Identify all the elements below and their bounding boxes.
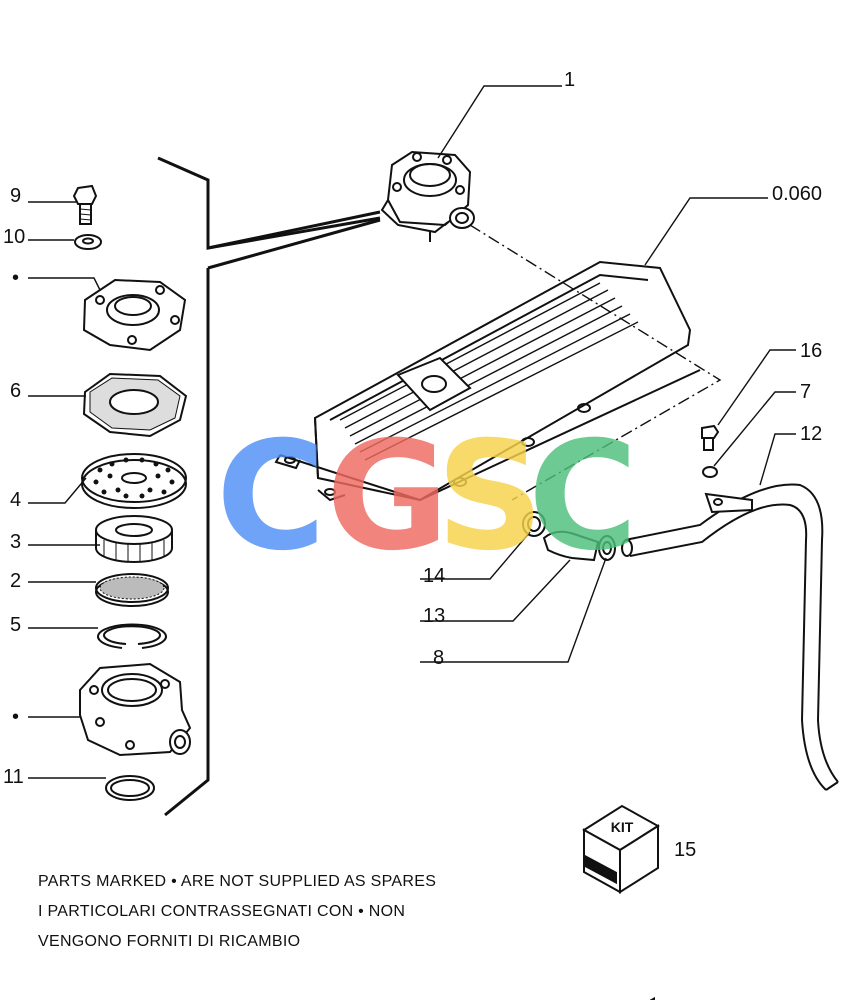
leader-lines — [28, 85, 796, 779]
callout-labels: 1 0.060 9 10 • 6 4 3 2 5 • 11 16 7 12 14… — [3, 69, 822, 861]
callout-13: 13 — [423, 605, 445, 627]
watermark: C G S C — [216, 410, 638, 584]
callout-16: 16 — [800, 340, 822, 362]
watermark-letter-3: S — [436, 410, 544, 584]
breather-housing — [79, 662, 192, 757]
callout-dot-cover: • — [12, 267, 19, 289]
part-12-hose — [621, 483, 839, 791]
watermark-letter-1: C — [216, 410, 326, 584]
part-2-mesh-disc — [95, 573, 169, 607]
callout-12: 12 — [800, 423, 822, 445]
callout-1: 1 — [564, 69, 575, 91]
callout-5: 5 — [10, 614, 21, 636]
part-10-washer — [74, 234, 102, 250]
part-13-short-hose — [542, 530, 600, 562]
watermark-letter-2: G — [326, 410, 449, 584]
bracket-lines — [157, 156, 381, 817]
part-9-bolt — [72, 184, 98, 225]
part-11-o-ring — [105, 775, 155, 801]
callout-15: 15 — [674, 839, 696, 861]
part-3-filter-element — [95, 515, 173, 563]
part-6-gasket — [82, 372, 188, 438]
part-8-clamp — [598, 535, 616, 561]
callout-2: 2 — [10, 570, 21, 592]
part-4-perforated-disc — [81, 453, 187, 509]
callout-10: 10 — [3, 226, 25, 248]
alignment-line — [469, 224, 722, 501]
note-line-3: VENGONO FORNITI DI RICAMBIO — [38, 933, 301, 950]
part-16-bolt — [701, 424, 720, 451]
callout-9: 9 — [10, 185, 21, 207]
part-5-circlip — [97, 623, 167, 649]
part-15-kit-box — [582, 804, 660, 1000]
part-1-breather-assembly — [380, 150, 475, 242]
callout-6: 6 — [10, 380, 21, 402]
note-line-2: I PARTICOLARI CONTRASSEGNATI CON • NON — [38, 903, 406, 920]
callout-0060: 0.060 — [772, 183, 822, 205]
callout-14: 14 — [423, 565, 445, 587]
callout-3: 3 — [10, 531, 21, 553]
rocker-cover — [274, 260, 701, 502]
watermark-letter-4: C — [528, 410, 638, 584]
callout-dot-housing: • — [12, 706, 19, 728]
callout-11: 11 — [3, 766, 24, 788]
callout-8: 8 — [433, 647, 444, 669]
part-7-washer — [702, 466, 718, 478]
callout-7: 7 — [800, 381, 811, 403]
cover-plate — [82, 278, 187, 352]
note-line-1: PARTS MARKED • ARE NOT SUPPLIED AS SPARE… — [38, 873, 437, 890]
part-14-clamp — [522, 511, 546, 537]
kit-label: KIT — [611, 819, 634, 835]
callout-4: 4 — [10, 489, 21, 511]
